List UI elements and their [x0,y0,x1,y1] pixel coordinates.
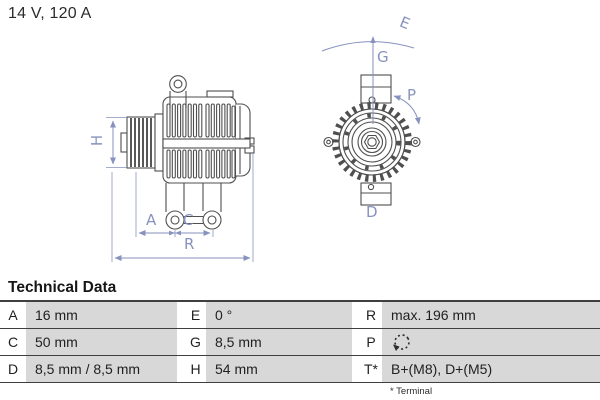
dim-label-c: C [183,211,194,229]
pulley-ribs [130,118,152,167]
dim-label-g: G [377,48,389,66]
fan-teeth-ring [332,102,412,182]
spec-value-p [382,329,600,355]
dim-label-r: R [184,235,195,253]
column-gap [352,329,360,355]
column-gap [177,356,185,382]
table-row: A 16 mm E 0 ° R max. 196 mm [0,302,600,329]
spec-key-h: H [185,356,206,382]
spec-key-e: E [185,302,206,328]
mounting-bracket [165,183,222,230]
spec-value-h: 54 mm [206,356,352,382]
product-spec-title: 14 V, 120 A [8,5,92,22]
spec-value-r: max. 196 mm [382,302,600,328]
spec-key-a: A [0,302,26,328]
front-view-drawing [323,74,421,206]
spec-value-a: 16 mm [26,302,177,328]
table-row: C 50 mm G 8,5 mm P [0,329,600,356]
technical-drawing-svg [106,36,421,262]
spec-value-t: B+(M8), D+(M5) [382,356,600,382]
cooling-fins-right [205,103,236,179]
side-view-drawing [120,75,255,230]
spec-key-c: C [0,329,26,355]
technical-data-table: A 16 mm E 0 ° R max. 196 mm C 50 mm G 8,… [0,300,600,383]
spec-value-g: 8,5 mm [206,329,352,355]
spec-key-d: D [0,356,26,382]
dim-label-d: D [366,203,378,221]
spec-key-t: T* [360,356,382,382]
dim-label-p: P [407,86,417,104]
alternator-technical-drawing: H A C R E G P D [88,13,421,262]
spec-value-d: 8,5 mm / 8,5 mm [26,356,177,382]
spec-key-p: P [360,329,382,355]
technical-data-heading: Technical Data [8,279,117,296]
column-gap [177,329,185,355]
column-gap [352,302,360,328]
dim-label-a: A [146,211,157,229]
dim-label-h: H [88,134,107,147]
column-gap [352,356,360,382]
vent-slots-ring [343,113,401,171]
terminal-footnote: * Terminal [390,386,433,397]
rotation-direction-icon [393,333,410,351]
table-row: D 8,5 mm / 8,5 mm H 54 mm T* B+(M8), D+(… [0,356,600,383]
shaft-nut-hex [363,134,381,150]
spec-key-g: G [185,329,206,355]
technical-data-section: Technical Data A 16 mm E 0 ° R max. 196 … [0,279,600,397]
front-view-dimensions [321,36,421,125]
side-view-dimensions [106,117,254,262]
column-gap [177,302,185,328]
cooling-fins-left [166,103,203,179]
spec-value-e: 0 ° [206,302,352,328]
spec-key-r: R [360,302,382,328]
spec-value-c: 50 mm [26,329,177,355]
